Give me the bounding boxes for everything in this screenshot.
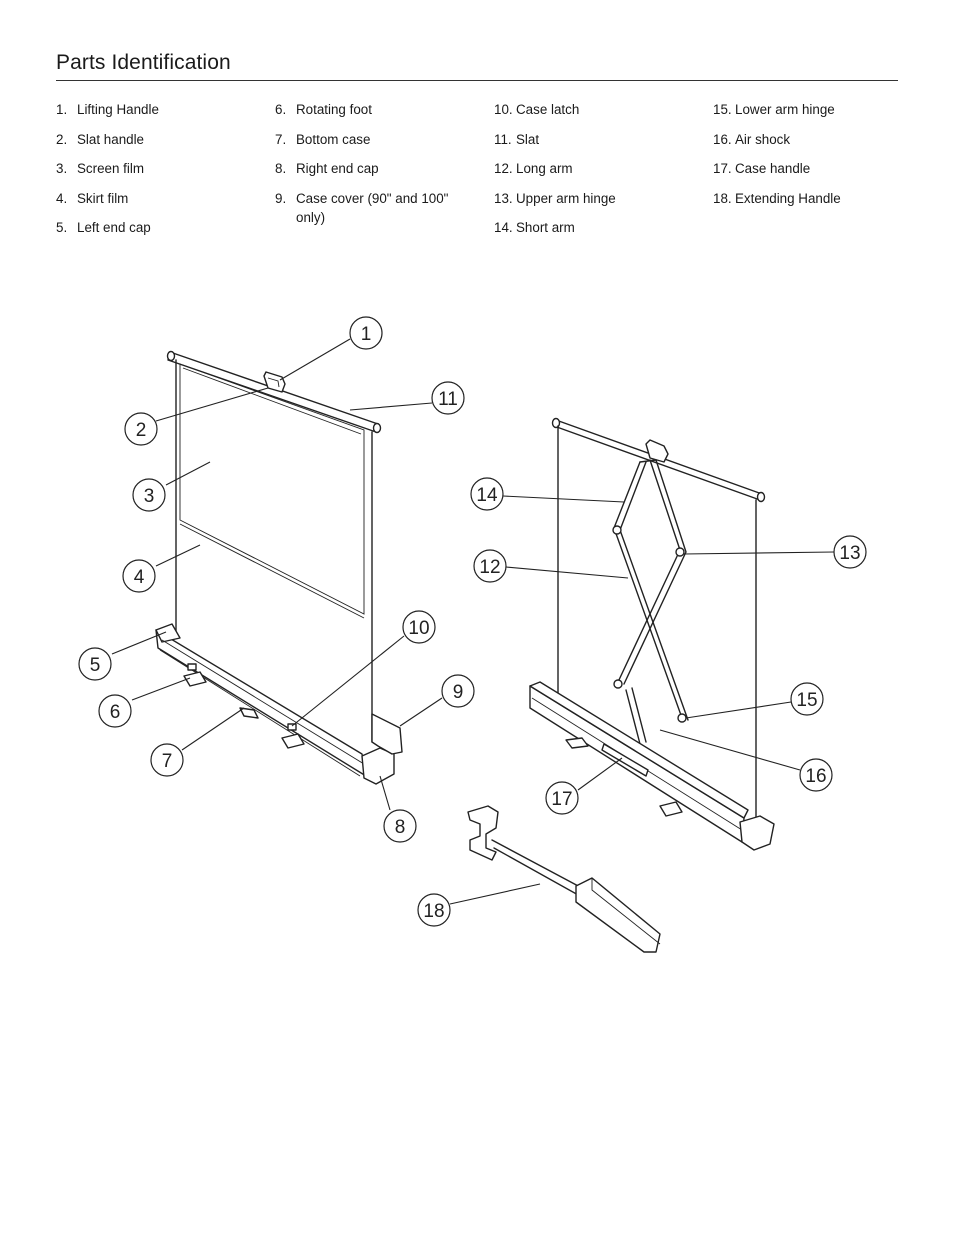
- callout-11: 11: [431, 381, 465, 415]
- callout-5: 5: [78, 647, 112, 681]
- list-item: 5.Left end cap: [56, 220, 151, 235]
- list-item: 6.Rotating foot: [275, 102, 372, 117]
- callout-label: 15: [796, 690, 817, 711]
- callout-2: 2: [124, 412, 158, 446]
- list-item: 18.Extending Handle: [713, 190, 841, 206]
- parts-column-3: 10.Case latch 11.Slat 12.Long arm 13.Upp…: [494, 100, 694, 248]
- callout-9: 9: [441, 674, 475, 708]
- callout-label: 7: [162, 751, 173, 772]
- callout-label: 12: [479, 557, 500, 578]
- callout-label: 18: [423, 901, 444, 922]
- callout-16: 16: [799, 758, 833, 792]
- callout-label: 3: [144, 486, 155, 507]
- callout-8: 8: [383, 809, 417, 843]
- callout-label: 4: [134, 567, 145, 588]
- list-item: 7.Bottom case: [275, 131, 371, 147]
- list-item: 4.Skirt film: [56, 190, 129, 206]
- callout-13: 13: [833, 535, 867, 569]
- list-item: 8.Right end cap: [275, 161, 379, 176]
- callout-label: 11: [438, 389, 458, 410]
- title-divider: [56, 80, 898, 81]
- callout-3: 3: [132, 478, 166, 512]
- callout-12: 12: [473, 549, 507, 583]
- list-item: 1.Lifting Handle: [56, 102, 159, 117]
- callout-10: 10: [402, 610, 436, 644]
- callout-label: 8: [395, 817, 406, 838]
- list-item: 15.Lower arm hinge: [713, 102, 835, 117]
- parts-column-1: 1.Lifting Handle 2.Slat handle 3.Screen …: [56, 100, 256, 248]
- front-view-screen: [155, 350, 403, 785]
- page-title: Parts Identification: [56, 51, 231, 74]
- callout-17: 17: [545, 781, 579, 815]
- list-item: 13.Upper arm hinge: [494, 190, 616, 206]
- list-item: 12.Long arm: [494, 161, 573, 176]
- list-item: 17.Case handle: [713, 161, 811, 176]
- list-item: 14.Short arm: [494, 220, 575, 235]
- callout-7: 7: [150, 743, 184, 777]
- callout-label: 10: [408, 618, 429, 639]
- callout-15: 15: [790, 682, 824, 716]
- callout-label: 5: [90, 655, 101, 676]
- callout-label: 1: [361, 324, 372, 345]
- list-item: 3.Screen film: [56, 161, 144, 176]
- callout-label: 9: [453, 682, 464, 703]
- callout-label: 6: [110, 702, 121, 723]
- callout-14: 14: [470, 477, 504, 511]
- callout-1: 1: [349, 316, 383, 350]
- callout-4: 4: [122, 559, 156, 593]
- callout-label: 16: [805, 766, 826, 787]
- extending-handle: [467, 805, 661, 953]
- rear-view-screen: [529, 417, 775, 851]
- list-item: 11.Slat: [494, 131, 540, 147]
- parts-column-4: 15.Lower arm hinge 16.Air shock 17.Case …: [713, 100, 913, 218]
- leader-lines: [111, 338, 835, 905]
- list-item: 10.Case latch: [494, 102, 580, 117]
- callout-label: 13: [839, 543, 860, 564]
- parts-diagram: 1 2 3 4 5 6 7 8 9 10 11 12 13 14 15 16 1…: [78, 316, 867, 953]
- callout-6: 6: [98, 694, 132, 728]
- callout-label: 2: [136, 420, 147, 441]
- callout-label: 17: [551, 789, 572, 810]
- list-item: 16.Air shock: [713, 131, 791, 147]
- list-item: 2.Slat handle: [56, 131, 145, 147]
- parts-column-2: 6.Rotating foot 7.Bottom case 8.Right en…: [275, 100, 460, 237]
- callout-label: 14: [476, 485, 498, 506]
- callout-18: 18: [417, 893, 451, 927]
- list-item: 9.Case cover (90" and 100" only): [275, 190, 449, 225]
